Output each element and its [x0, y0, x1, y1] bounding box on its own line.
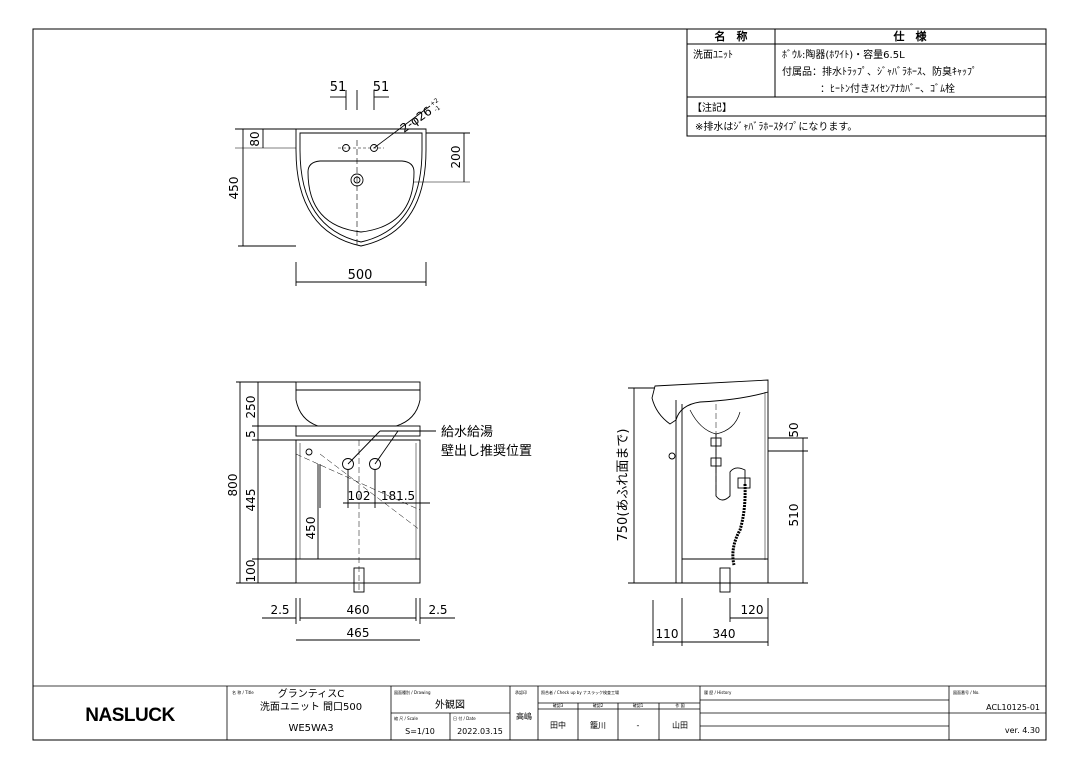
check-value-2: 籠川 — [590, 720, 606, 730]
number-label: 図面番号 / No. — [953, 689, 980, 695]
approval-label: 承認印 — [515, 689, 527, 695]
title-block-labels: NASLUCK 名 称 / Title グランティスC 洗面ユニット 間口500… — [85, 687, 1040, 736]
title-line-2: 洗面ユニット 間口500 — [260, 701, 362, 713]
basin-top-outline — [295, 128, 427, 247]
drain-trap — [715, 467, 746, 501]
front-dim-445: 445 — [244, 489, 258, 512]
sheet-border — [32, 28, 1047, 741]
front-dim-2-5-left: 2.5 — [270, 603, 289, 617]
plan-dim-200: 200 — [449, 146, 463, 169]
check-value-4: 山田 — [672, 720, 688, 730]
company-logo: NASLUCK — [85, 705, 175, 726]
front-dim-5: 5 — [244, 430, 258, 438]
version-value: ver. 4.30 — [1005, 726, 1040, 735]
scale-label: 縮 尺 / Scale — [394, 715, 418, 721]
check-value-3: - — [637, 721, 640, 730]
side-view — [628, 379, 808, 646]
supply-hole-left — [342, 458, 354, 470]
side-dim-50: 50 — [787, 422, 801, 437]
check-col-3: 確認1 — [633, 702, 644, 708]
side-dim-750: 750(あふれ面まで) — [616, 429, 631, 542]
note-text: ※排水はｼﾞｬﾊﾞﾗﾎｰｽﾀｲﾌﾟになります。 — [695, 120, 857, 133]
scale-value: S=1/10 — [405, 727, 435, 736]
spec-header-name: 名 称 — [715, 29, 748, 43]
front-dim-450: 450 — [304, 517, 318, 540]
front-dim-181-5: 181.5 — [381, 489, 415, 503]
side-dim-510: 510 — [787, 504, 801, 527]
plan-dim-hole: 2-φ26 — [398, 104, 435, 136]
number-value: ACL10125-01 — [986, 703, 1040, 712]
spec-header-spec: 仕 様 — [893, 29, 928, 43]
front-dim-100: 100 — [244, 560, 258, 583]
side-dim-110: 110 — [656, 627, 679, 641]
plan-dim-51-right: 51 — [373, 80, 390, 95]
title-label: 名 称 / Title — [232, 689, 254, 695]
front-view-labels: 250 5 800 445 450 100 102 181.5 2.5 460 … — [226, 396, 532, 640]
front-dim-2-5-right: 2.5 — [428, 603, 447, 617]
bellows-hose — [731, 483, 747, 566]
plan-dim-500: 500 — [348, 268, 373, 283]
plan-view-labels: 51 51 2-φ26 +2 -1 80 450 200 500 — [227, 80, 463, 283]
title-block — [33, 685, 1046, 740]
front-dim-460: 460 — [347, 603, 370, 617]
front-view — [236, 381, 455, 641]
plan-dim-hole-tol-upper: +2 — [429, 97, 440, 108]
approval-value: 高嶋 — [516, 711, 532, 721]
front-knob — [305, 448, 313, 456]
side-dim-340: 340 — [713, 627, 736, 641]
side-bowl — [651, 379, 769, 425]
front-dim-800: 800 — [226, 474, 240, 497]
plan-dim-80: 80 — [248, 131, 262, 146]
title-line-1: グランティスC — [278, 687, 344, 700]
check-value-1: 田中 — [550, 720, 566, 730]
drawing-value: 外観図 — [435, 698, 465, 711]
history-label: 履 歴 / History — [704, 689, 732, 695]
basin-rim — [299, 132, 423, 243]
side-view-labels: 750(あふれ面まで) 50 510 120 110 340 — [616, 422, 801, 641]
front-dim-102: 102 — [348, 489, 371, 503]
plan-dim-51-left: 51 — [330, 80, 347, 95]
side-knob — [668, 452, 676, 460]
plan-view — [235, 90, 470, 286]
spec-table: 名 称 仕 様 洗面ﾕﾆｯﾄ ﾎﾞｳﾙ:陶器(ﾎﾜｲﾄ)・容量6.5L 付属品：… — [686, 28, 1047, 137]
date-label: 日 付 / Date — [453, 715, 476, 721]
front-dim-465: 465 — [347, 626, 370, 640]
plan-dim-450: 450 — [227, 177, 241, 200]
note-label: 【注記】 — [692, 101, 732, 114]
front-dim-250: 250 — [244, 396, 258, 419]
spec-item-name: 洗面ﾕﾆｯﾄ — [693, 49, 733, 61]
plan-dim-hole-tol-lower: -1 — [433, 104, 442, 113]
date-value: 2022.03.15 — [457, 727, 503, 736]
callout-supply-line1: 給水給湯 — [441, 425, 493, 440]
spec-line-2: 付属品：排水ﾄﾗｯﾌﾟ、ｼﾞｬﾊﾞﾗﾎｰｽ、防臭ｷｬｯﾌﾟ — [782, 65, 977, 78]
front-bowl — [295, 389, 421, 427]
check-label: 照合者 / Check up by ナスラック検査工場 — [541, 689, 619, 695]
check-col-1: 確認3 — [553, 702, 564, 708]
check-col-2: 確認2 — [593, 702, 604, 708]
front-cabinet — [295, 439, 421, 584]
spec-line-1: ﾎﾞｳﾙ:陶器(ﾎﾜｲﾄ)・容量6.5L — [782, 48, 905, 61]
supply-hole-right — [369, 458, 381, 470]
drawing-label: 図面種別 / Drawing — [394, 689, 431, 695]
callout-supply-line2: 壁出し推奨位置 — [441, 444, 532, 459]
bowl-outline — [307, 160, 415, 233]
side-dim-120: 120 — [741, 603, 764, 617]
spec-line-3: ：ﾋｰﾄﾝ付きｽｲｾﾝｱﾅｶﾊﾞｰ、ｺﾞﾑ栓 — [820, 82, 955, 95]
check-col-4: 作 図 — [675, 702, 684, 708]
model-number: WE5WA3 — [288, 723, 333, 734]
